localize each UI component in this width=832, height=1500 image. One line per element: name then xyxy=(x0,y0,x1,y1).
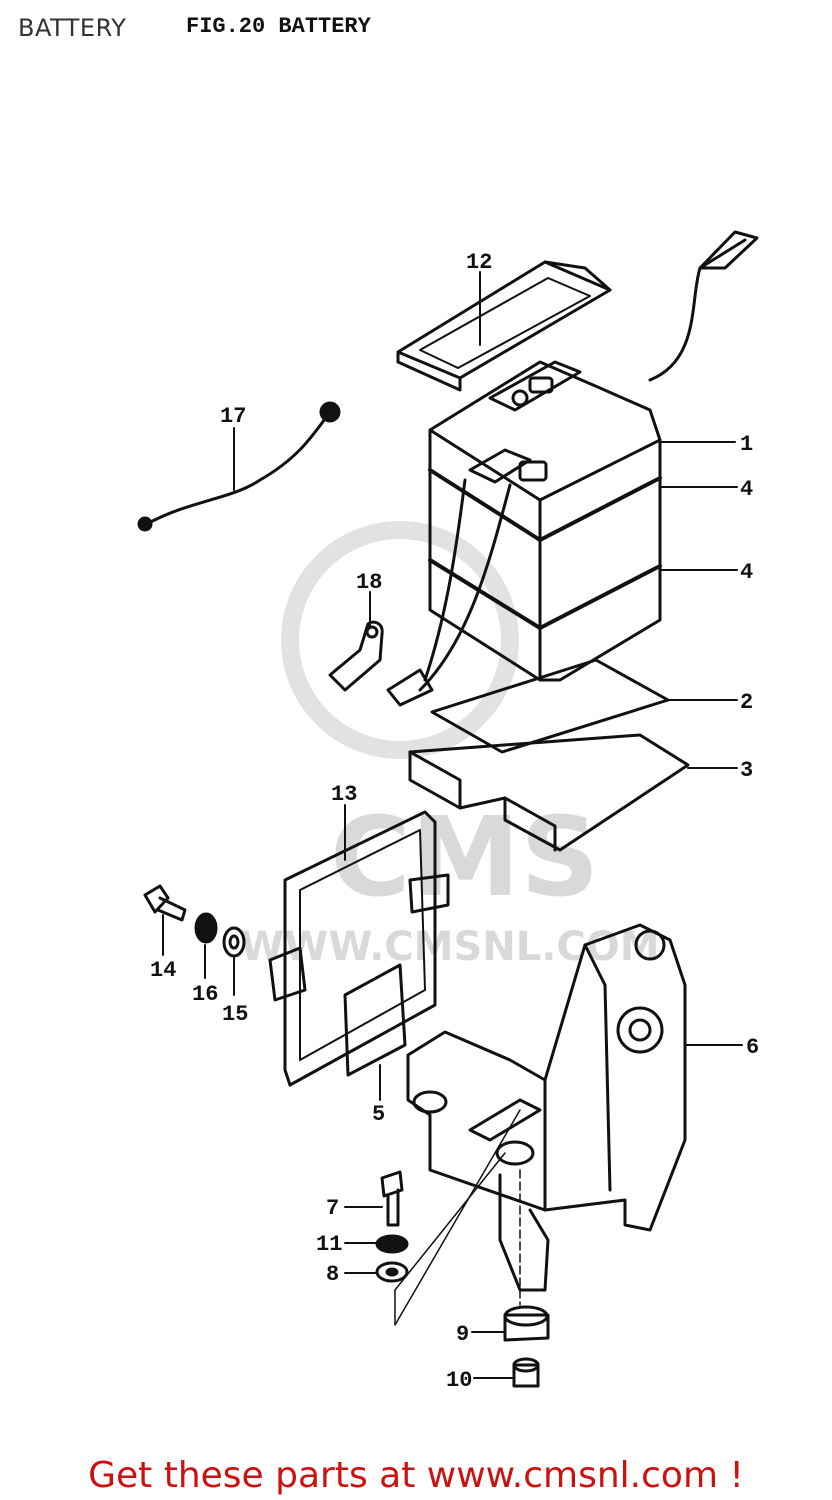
callout-1: 1 xyxy=(740,432,753,457)
callout-11: 11 xyxy=(316,1232,342,1257)
callout-4-upper: 4 xyxy=(740,477,753,502)
part-2-battery-pad[interactable] xyxy=(430,658,670,754)
callout-6: 6 xyxy=(746,1035,759,1060)
callout-labels: 1 4 4 2 3 6 12 17 18 13 5 14 16 15 7 11 … xyxy=(150,250,759,1393)
callout-7: 7 xyxy=(326,1196,339,1221)
part-5-label[interactable] xyxy=(343,963,407,1077)
part-16-washer[interactable] xyxy=(194,912,218,944)
page-title: BATTERY xyxy=(18,14,127,42)
part-14-bolt[interactable] xyxy=(143,884,187,922)
callout-4-lower: 4 xyxy=(740,560,753,585)
callout-16: 16 xyxy=(192,982,218,1007)
figure-title: FIG.20 BATTERY xyxy=(186,14,371,39)
part-1-battery[interactable] xyxy=(428,360,662,682)
part-13-cover-plate[interactable] xyxy=(268,810,450,1087)
callout-9: 9 xyxy=(456,1322,469,1347)
part-6-battery-box[interactable] xyxy=(406,923,687,1292)
watermark: CMS WWW.CMSNL.COM xyxy=(240,521,660,970)
part-15-washer[interactable] xyxy=(222,926,246,958)
callout-14: 14 xyxy=(150,958,176,983)
battery-exploded-diagram: CMS WWW.CMSNL.COM xyxy=(137,230,759,1393)
watermark-brand: CMS xyxy=(330,793,599,921)
callout-18: 18 xyxy=(356,570,382,595)
part-18-terminal-connector[interactable] xyxy=(328,620,384,692)
callout-3: 3 xyxy=(740,758,753,783)
part-9-cushion[interactable] xyxy=(503,1305,550,1342)
part-3-battery-tray[interactable] xyxy=(408,733,690,852)
callout-15: 15 xyxy=(222,1002,248,1027)
part-11-washer[interactable] xyxy=(375,1234,409,1254)
part-8-nut[interactable] xyxy=(375,1261,409,1283)
leader-lines xyxy=(162,271,743,1379)
watermark-url: WWW.CMSNL.COM xyxy=(240,924,660,970)
assembly-guide-lines xyxy=(394,1109,521,1326)
part-12-battery-strap[interactable] xyxy=(396,260,612,392)
part-1-vent-tube[interactable] xyxy=(648,230,759,382)
footer-link[interactable]: Get these parts at www.cmsnl.com ! xyxy=(88,1455,744,1496)
callout-2: 2 xyxy=(740,690,753,715)
callout-5: 5 xyxy=(372,1102,385,1127)
battery-leads[interactable] xyxy=(386,478,512,707)
callout-10: 10 xyxy=(446,1368,472,1393)
callout-13: 13 xyxy=(331,782,357,807)
callout-8: 8 xyxy=(326,1262,339,1287)
part-10-cap[interactable] xyxy=(512,1357,540,1388)
part-17-ground-wire[interactable] xyxy=(137,401,341,532)
callout-12: 12 xyxy=(466,250,492,275)
callout-17: 17 xyxy=(220,404,246,429)
part-7-bolt[interactable] xyxy=(380,1170,404,1227)
